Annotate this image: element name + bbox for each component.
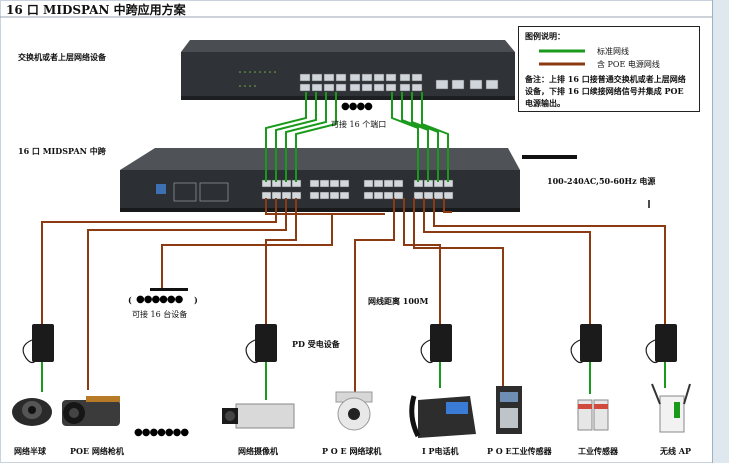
window-scrollbar[interactable] [712,0,729,463]
ports-16-label: 可接 16 个端口 [331,120,387,129]
device-label-dome: 网络半球 [14,446,46,456]
device-label-speed-dome: P O E 网络球机 [322,446,382,456]
speed-dome-icon [335,391,373,431]
diagram-canvas [0,16,712,438]
wireless-ap-icon [651,383,691,433]
device-label-ip-phone: I P电话机 [422,446,459,456]
legend-poe-label: 含 POE 电源网线 [597,60,660,69]
midspan-device [120,148,520,212]
standard-cables [265,92,449,182]
legend-swatches [539,49,585,66]
switch-label: 交换机或者上层网络设备 [18,52,106,62]
midspan-label: 16 口 MIDSPAN 中跨 [18,146,106,156]
ellipsis-dots-mid: ●●●●●● [136,294,183,305]
device-label-box: 网络摄像机 [238,446,278,456]
pd-devices-label: PD 受电设备 [292,339,340,349]
page-title: 16 口 MIDSPAN 中跨应用方案 [6,3,186,17]
switch-device [181,40,515,100]
devices-paren-close: ) [194,295,198,305]
bullet-camera-icon [62,396,120,426]
power-adapters [32,324,677,362]
legend-standard-label: 标准网线 [597,47,629,56]
cable-distance-label: 网线距离 100M [368,296,429,306]
device-label-bullet: POE 网络枪机 [70,446,124,456]
device-label-poe-sensor: P O E工业传感器 [487,446,552,456]
device-connectors [150,288,188,291]
legend-note: 备注：上排 16 口接普通交换机或者上层网络设备，下排 16 口续接网络信号并集… [525,74,686,108]
legend-box: 图例说明： 标准网线 含 POE 电源网线 备注：上排 16 口接普通交换机或者… [518,26,700,112]
poe-cables [41,198,666,392]
dome-camera-icon [12,398,52,426]
legend-title: 图例说明： [525,31,565,41]
midspan-logo [156,184,166,194]
device-label-ap: 无线 AP [660,446,692,456]
industrial-sensor-icon [577,399,609,431]
ellipsis-dots-top: ●●●● [341,101,373,112]
devices-paren-open: ( [128,295,132,305]
device-label-industrial-sensor: 工业传感器 [578,446,618,456]
box-camera-icon [222,403,295,429]
ip-phone-icon [409,395,476,438]
adapter-to-device-cables [41,362,666,400]
power-spec-label: 100-240AC,50-60Hz 电源 [547,176,656,186]
poe-sensor-icon [496,386,522,434]
ellipsis-dots-bottom: ●●●●●●● [134,427,189,438]
devices-16-label: 可接 16 台设备 [132,310,188,319]
